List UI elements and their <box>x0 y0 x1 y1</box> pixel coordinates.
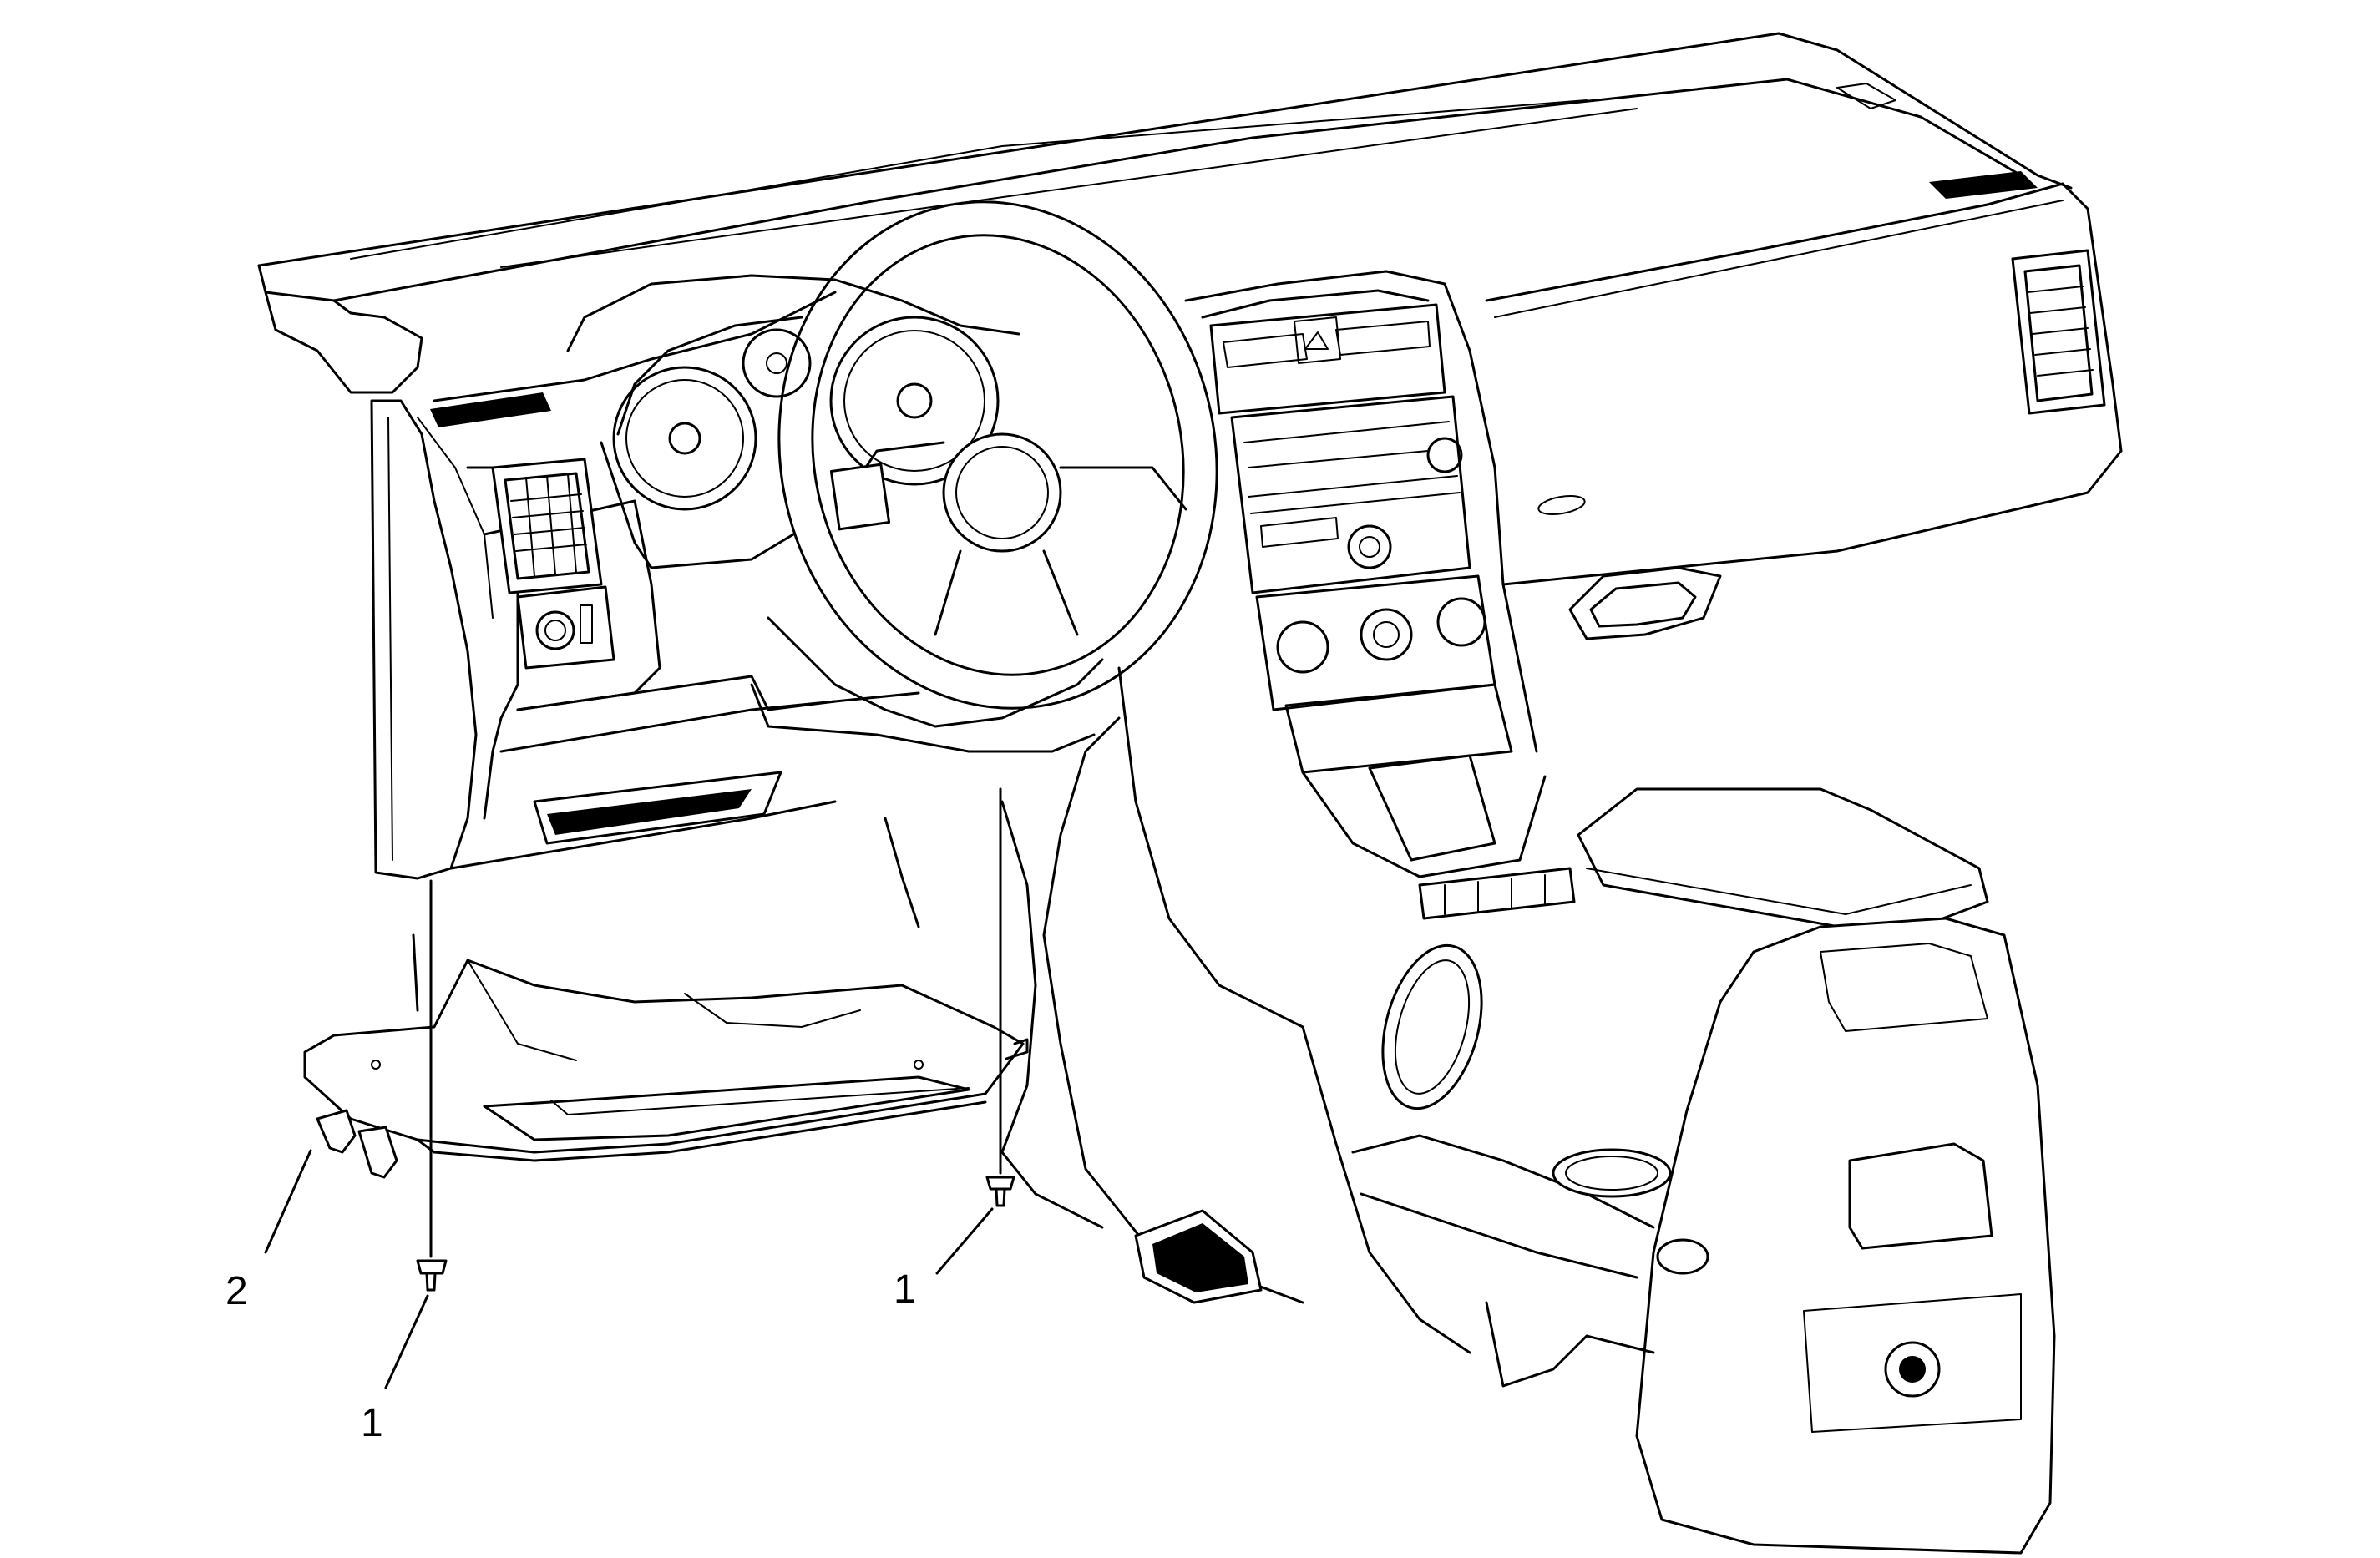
knee-bolster-panel <box>303 933 1029 1179</box>
instrument-cluster <box>566 274 1020 569</box>
steering-wheel <box>777 200 1218 710</box>
fastener-left-group <box>416 879 448 1292</box>
left-air-vent <box>491 458 603 594</box>
callout-label-panel: 2 <box>225 1269 248 1313</box>
instrument-panel-left-end <box>370 399 494 880</box>
right-defrost-grille <box>1929 171 2038 199</box>
callout-label-fastener-right: 1 <box>894 1267 916 1312</box>
fastener-right-group <box>985 787 1015 1207</box>
right-air-vent <box>2011 249 2106 415</box>
center-console <box>1042 666 2056 1555</box>
callout-label-fastener-left: 1 <box>361 1401 383 1445</box>
center-stack <box>1184 270 1576 920</box>
callout-leaders <box>264 1149 994 1389</box>
center-floor-support <box>884 800 1104 1229</box>
lower-left-vent <box>533 771 782 845</box>
instrument-panel-upper-trim <box>257 32 2073 394</box>
floor-console-grille <box>1134 1209 1263 1304</box>
left-defrost-grille <box>430 392 551 427</box>
steering-column <box>750 616 1104 753</box>
headlamp-switch-bezel <box>516 585 615 670</box>
instrument-panel-right <box>1485 182 2123 640</box>
